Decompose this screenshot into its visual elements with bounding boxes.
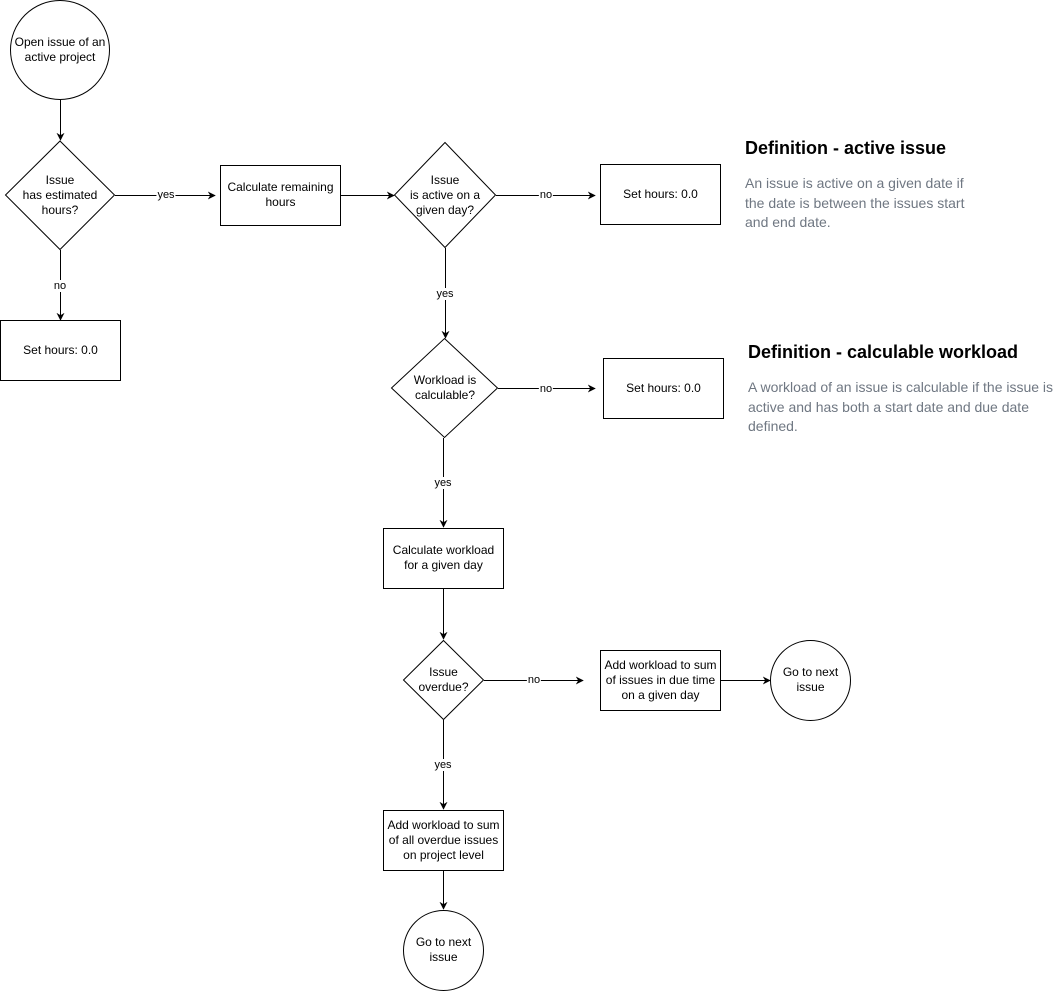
add-due-time-label: Add workload to sum of issues in due tim… <box>604 657 717 702</box>
calc-workload-label: Calculate workload for a given day <box>392 543 495 572</box>
decision-calculable-shape <box>390 337 499 439</box>
set-hours-c-shape <box>603 358 724 419</box>
add-overdue-shape <box>383 810 504 871</box>
decision-active-label: Issue is active on a given day? <box>409 172 481 217</box>
set-hours-c-label: Set hours: 0.0 <box>626 380 701 395</box>
edge-label-active-no: no <box>538 189 554 201</box>
decision-active-shape <box>393 141 497 249</box>
set-hours-a-label: Set hours: 0.0 <box>23 342 98 357</box>
edge-label-overdue-yes: yes <box>433 759 453 771</box>
decision-overdue-shape <box>402 639 485 721</box>
edge-label-active-yes: yes <box>435 288 455 300</box>
definition-active-issue-title: Definition - active issue <box>745 138 947 158</box>
calc-workload-shape <box>383 528 504 589</box>
set-hours-a-shape <box>0 320 121 381</box>
edge-label-overdue-no: no <box>526 674 542 686</box>
decision-overdue-label: Issue overdue? <box>418 665 469 694</box>
add-overdue-label: Add workload to sum of all overdue issue… <box>387 817 500 862</box>
set-hours-b-label: Set hours: 0.0 <box>623 186 698 201</box>
start-node-label: Open issue of an active project <box>14 35 106 64</box>
decision-estimated-hours-label: Issue has estimated hours? <box>22 172 98 217</box>
start-node-shape <box>10 0 110 100</box>
definition-calculable-workload-title: Definition - calculable workload <box>748 342 1019 362</box>
add-due-time-shape <box>600 650 721 711</box>
definition-active-issue-body: An issue is active on a given date if th… <box>745 175 965 230</box>
calc-remaining-label: Calculate remaining hours <box>227 180 334 209</box>
edge-label-estimated-no: no <box>52 280 68 292</box>
decision-estimated-hours-shape <box>4 140 116 251</box>
decision-calculable-label: Workload is calculable? <box>413 373 477 402</box>
edge-label-calculable-no: no <box>538 383 554 395</box>
edge-label-calculable-yes: yes <box>433 477 453 489</box>
next-issue-bottom-label: Go to next issue <box>415 935 472 964</box>
set-hours-b-shape <box>600 164 721 225</box>
calc-remaining-shape <box>220 165 341 226</box>
next-issue-right-label: Go to next issue <box>782 665 839 694</box>
definition-calculable-workload-body: A workload of an issue is calculable if … <box>748 379 1054 434</box>
edge-label-estimated-yes: yes <box>156 189 176 201</box>
